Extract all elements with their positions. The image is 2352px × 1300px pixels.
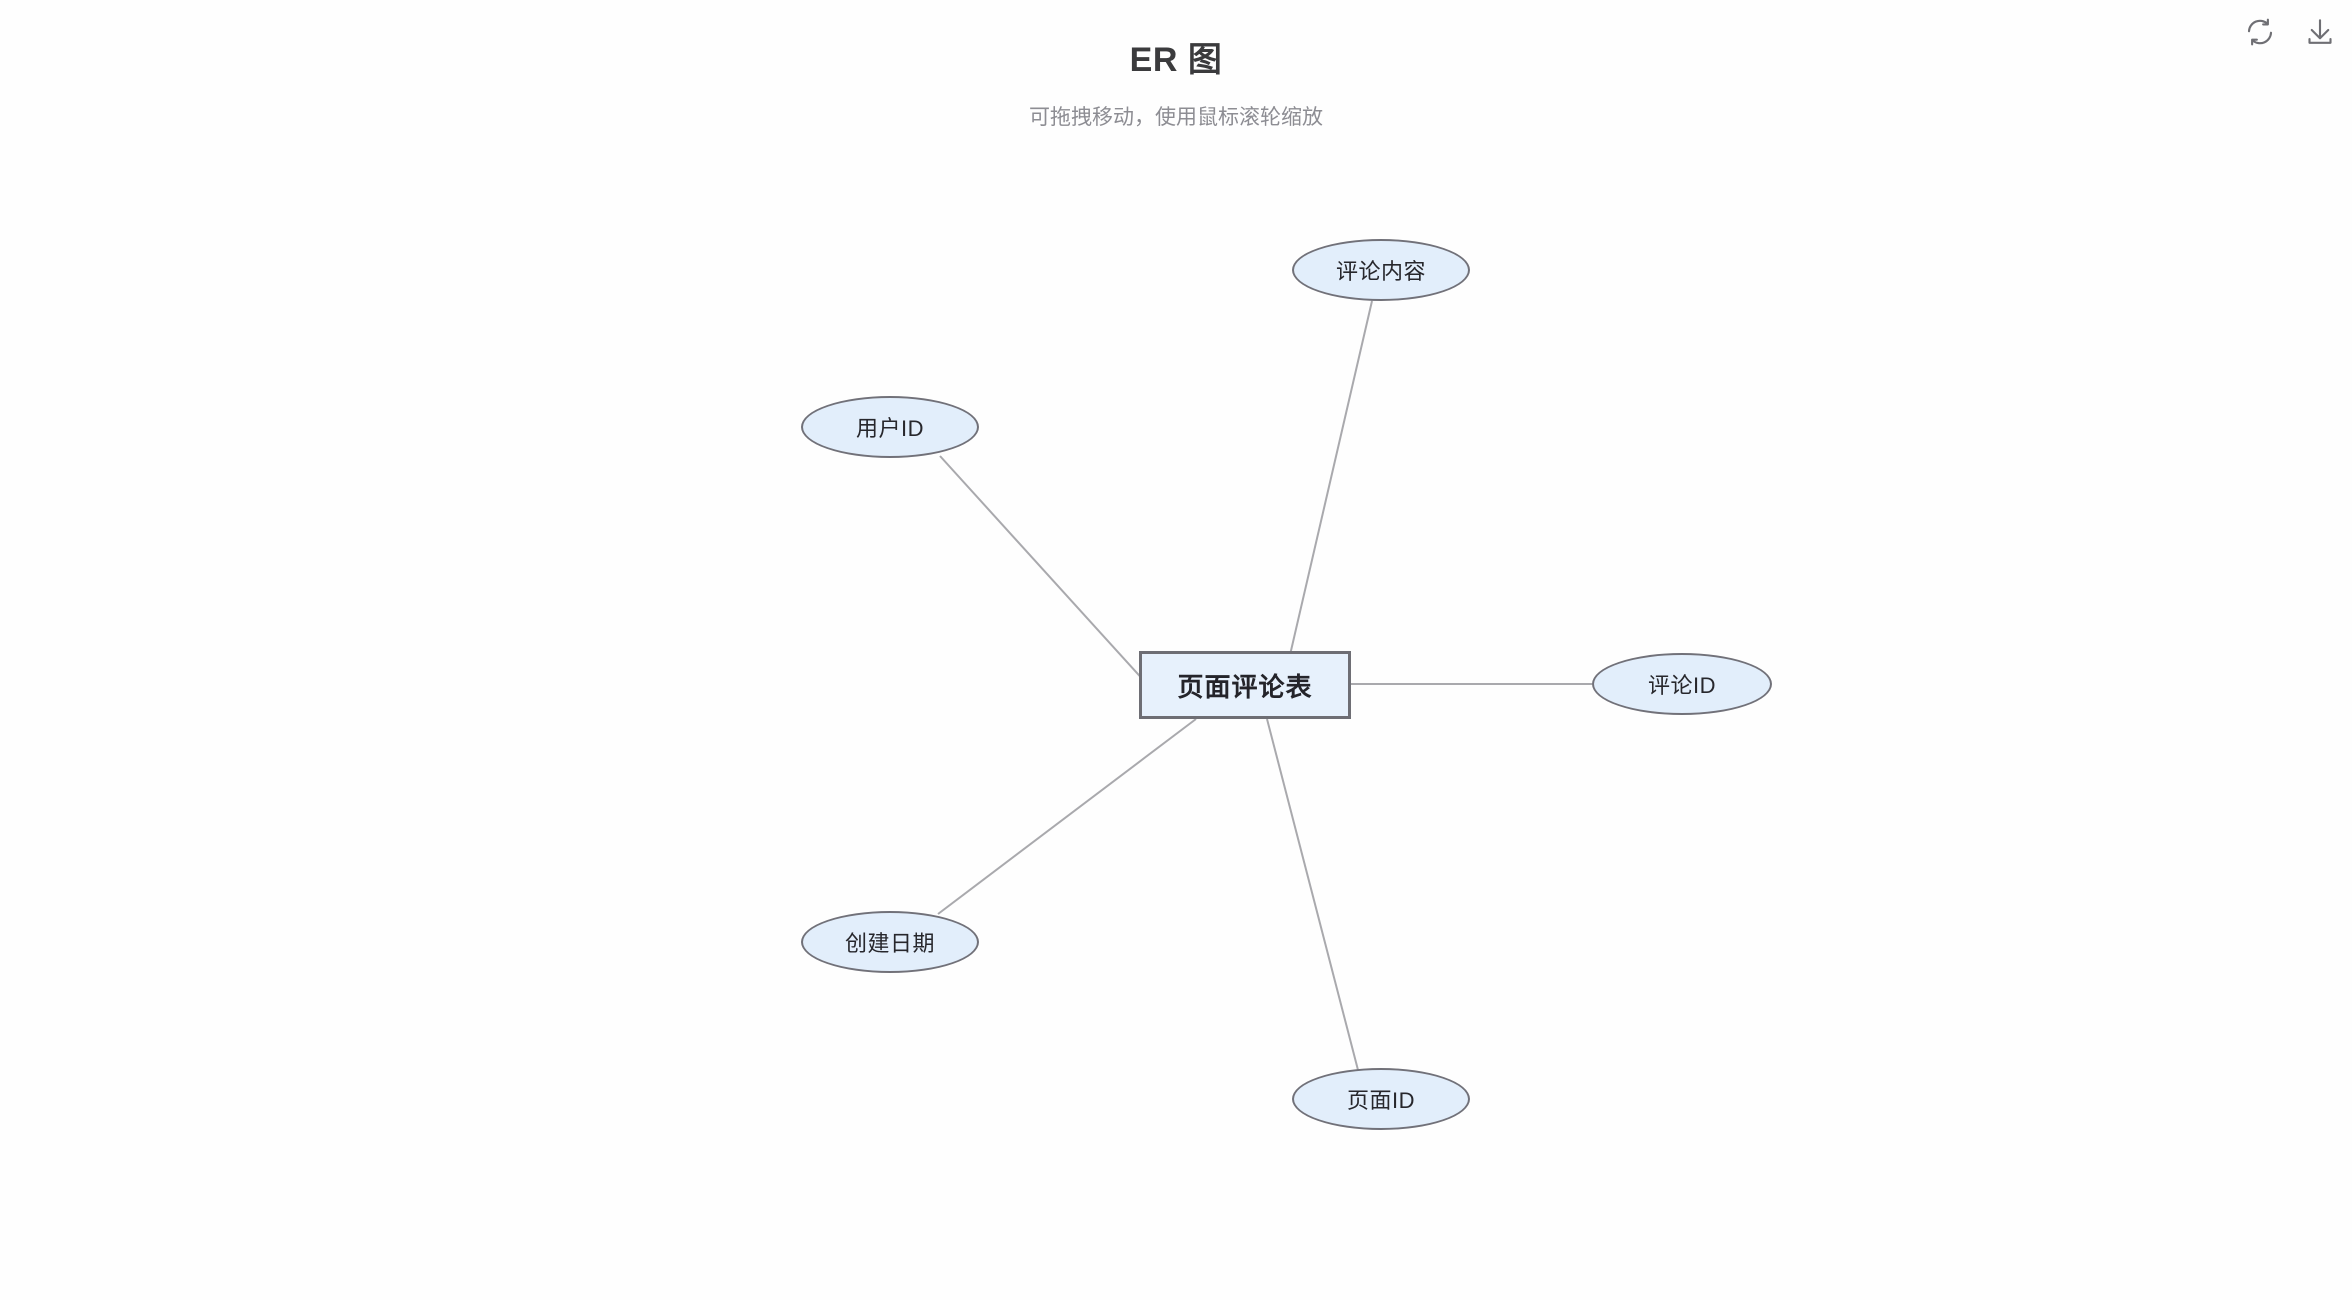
- attribute-node[interactable]: 用户ID: [801, 396, 979, 458]
- attribute-label: 用户ID: [855, 416, 924, 441]
- toolbar: [2238, 10, 2342, 54]
- attribute-label: 评论ID: [1647, 673, 1716, 698]
- refresh-button[interactable]: [2238, 10, 2282, 54]
- edge-line: [1266, 718, 1359, 1071]
- attribute-node[interactable]: 页面ID: [1292, 1068, 1470, 1130]
- attribute-label: 页面ID: [1346, 1088, 1415, 1113]
- edge-line: [937, 718, 1197, 915]
- entity-label: 页面评论表: [1177, 671, 1313, 702]
- edge-line: [939, 455, 1147, 684]
- refresh-icon: [2245, 17, 2275, 47]
- attribute-node[interactable]: 评论内容: [1292, 239, 1470, 301]
- edge-line: [1289, 300, 1373, 656]
- attribute-node[interactable]: 创建日期: [801, 911, 979, 973]
- attribute-node[interactable]: 评论ID: [1592, 653, 1772, 715]
- attribute-label: 创建日期: [844, 931, 935, 956]
- download-icon: [2305, 17, 2335, 47]
- attribute-label: 评论内容: [1335, 259, 1426, 284]
- download-button[interactable]: [2298, 10, 2342, 54]
- entity-node[interactable]: 页面评论表: [1139, 651, 1351, 719]
